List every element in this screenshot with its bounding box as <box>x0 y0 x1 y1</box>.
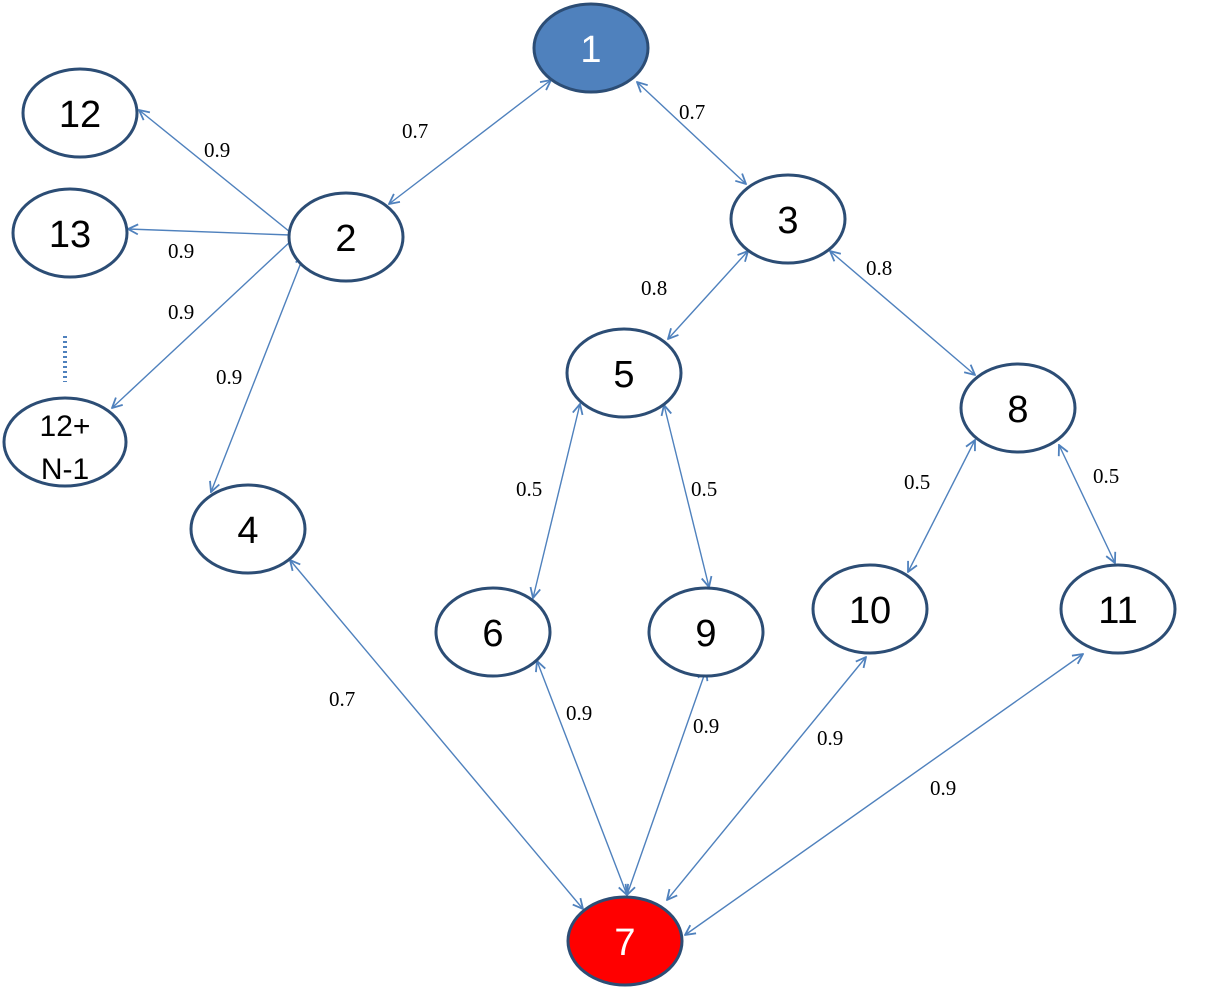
node-8: 8 <box>959 362 1077 454</box>
edge-2-4 <box>211 255 304 492</box>
node-13-shape <box>11 187 129 279</box>
node-12-label: 12 <box>59 94 101 136</box>
edge-5-6 <box>533 404 580 598</box>
weight-label-9-7: 0.9 <box>693 714 719 738</box>
node-1-shape <box>532 2 650 94</box>
node-11-shape <box>1059 563 1177 655</box>
weight-label-1-3: 0.7 <box>679 100 705 124</box>
weight-label-2-12N: 0.9 <box>168 300 194 324</box>
node-5-shape <box>565 327 683 419</box>
edges-group <box>112 80 1115 935</box>
node-6-label: 6 <box>482 613 503 655</box>
node-8-label: 8 <box>1007 389 1028 431</box>
node-4-label: 4 <box>237 510 258 552</box>
edge-3-5 <box>668 251 748 339</box>
edge-9-7 <box>627 670 706 895</box>
edge-2-12N <box>112 239 293 408</box>
node-12-plus-n-minus-1: 12+ N-1 <box>2 396 128 488</box>
node-11: 11 <box>1059 563 1177 655</box>
node-2-shape <box>287 191 405 283</box>
weight-label-2-13: 0.9 <box>168 239 194 263</box>
node-5: 5 <box>565 327 683 419</box>
node-7-label: 7 <box>614 922 635 964</box>
edge-11-7 <box>685 654 1083 935</box>
weight-label-2-12: 0.9 <box>204 138 230 162</box>
edge-labels-group: 0.7 0.7 0.9 0.9 0.9 0.9 0.8 0.8 0.5 0.5 … <box>168 100 1119 800</box>
node-4: 4 <box>189 483 307 575</box>
node-3: 3 <box>729 173 847 265</box>
edge-8-11 <box>1059 445 1115 563</box>
node-4-shape <box>189 483 307 575</box>
node-12-plus-n-minus-1-label-line2: N-1 <box>41 453 89 486</box>
node-12-shape <box>21 67 139 159</box>
node-2-label: 2 <box>335 218 356 260</box>
weight-label-1-2: 0.7 <box>402 119 428 143</box>
node-1-label: 1 <box>580 29 601 71</box>
weight-label-11-7: 0.9 <box>930 776 956 800</box>
node-5-label: 5 <box>613 354 634 396</box>
node-9-label: 9 <box>695 613 716 655</box>
node-8-shape <box>959 362 1077 454</box>
weight-label-5-6: 0.5 <box>516 477 542 501</box>
node-10: 10 <box>811 563 929 655</box>
nodes-group: 1 2 3 4 5 6 7 8 <box>2 2 1177 987</box>
weight-label-6-7: 0.9 <box>566 701 592 725</box>
weight-label-8-11: 0.5 <box>1093 464 1119 488</box>
edge-10-7 <box>667 657 866 900</box>
node-1: 1 <box>532 2 650 94</box>
edge-8-10 <box>908 440 975 572</box>
node-12-plus-n-minus-1-shape <box>2 396 128 488</box>
node-3-label: 3 <box>777 200 798 242</box>
weight-label-8-10: 0.5 <box>904 470 930 494</box>
node-10-label: 10 <box>849 590 891 632</box>
edge-6-7 <box>537 661 627 895</box>
node-7-shape <box>566 895 684 987</box>
node-12-plus-n-minus-1-label-line1: 12+ <box>40 410 91 443</box>
edge-2-12 <box>139 110 291 233</box>
edge-3-8 <box>830 251 975 375</box>
node-6: 6 <box>434 586 552 678</box>
node-6-shape <box>434 586 552 678</box>
edge-4-7 <box>290 560 583 909</box>
node-13: 13 <box>11 187 129 279</box>
weight-label-4-7: 0.7 <box>329 687 355 711</box>
edge-1-2 <box>389 80 551 204</box>
node-13-label: 13 <box>49 214 91 256</box>
node-2: 2 <box>287 191 405 283</box>
edge-5-9 <box>664 405 709 587</box>
weight-label-10-7: 0.9 <box>817 726 843 750</box>
node-12: 12 <box>21 67 139 159</box>
weight-label-2-4: 0.9 <box>216 365 242 389</box>
edge-2-13 <box>128 229 291 236</box>
weight-label-5-9: 0.5 <box>691 477 717 501</box>
node-9-shape <box>647 586 765 678</box>
node-11-label: 11 <box>1098 590 1137 632</box>
weight-label-3-8: 0.8 <box>866 256 892 280</box>
node-3-shape <box>729 173 847 265</box>
edge-1-3 <box>637 82 746 184</box>
node-9: 9 <box>647 586 765 678</box>
weight-label-3-5: 0.8 <box>641 276 667 300</box>
node-10-shape <box>811 563 929 655</box>
node-7: 7 <box>566 895 684 987</box>
